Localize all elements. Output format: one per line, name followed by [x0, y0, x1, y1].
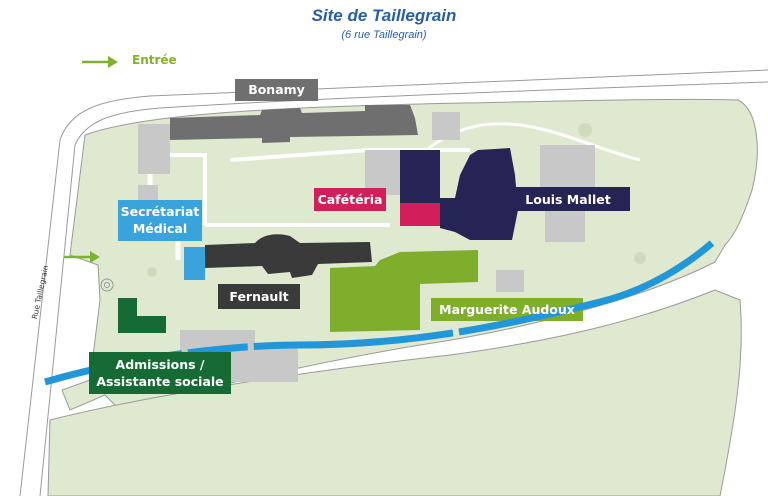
fernault-building	[205, 234, 372, 278]
walkway	[170, 153, 207, 225]
gray-building	[545, 210, 585, 242]
tree	[634, 252, 646, 264]
admissions-building	[118, 298, 166, 333]
louis-mallet-label-bg	[506, 187, 630, 211]
admissions-label[interactable]: Admissions / Assistante sociale	[89, 356, 231, 390]
bonamy-building	[170, 105, 418, 143]
roundabout-center	[104, 282, 110, 288]
road-outline-north-inner	[74, 81, 768, 146]
gray-building	[496, 270, 524, 292]
gray-building	[432, 112, 460, 140]
entrance-arrow-icon	[64, 251, 100, 263]
bonamy-label-bg	[235, 79, 318, 101]
tree	[578, 123, 592, 137]
admissions-label-line1: Admissions /	[115, 357, 205, 372]
map-title: Site de Taillegrain	[311, 6, 457, 25]
secretariat-label[interactable]: Secrétariat Médical	[118, 203, 202, 237]
fernault-label[interactable]: Fernault	[229, 289, 289, 304]
map-subtitle: (6 rue Taillegrain)	[341, 29, 427, 41]
gray-building	[138, 124, 170, 174]
secretariat-building	[184, 247, 205, 280]
marguerite-audoux-building	[330, 250, 478, 332]
gray-building	[365, 150, 403, 195]
cafeteria-label-bg	[314, 188, 386, 211]
entrance-arrow-icon	[82, 56, 118, 68]
louis-mallet-label[interactable]: Louis Mallet	[525, 192, 611, 207]
secretariat-label-bg	[118, 200, 202, 241]
cafeteria-label[interactable]: Cafétéria	[317, 192, 383, 207]
roundabout	[100, 278, 114, 292]
road-outline-west-inner	[39, 144, 76, 496]
secretariat-label-line1: Secrétariat	[120, 204, 200, 219]
secretariat-label-line2: Médical	[132, 221, 188, 236]
tree	[147, 267, 157, 277]
admissions-label-bg	[89, 352, 231, 394]
marguerite-audoux-label[interactable]: Marguerite Audoux	[439, 302, 575, 317]
bonamy-label[interactable]: Bonamy	[248, 82, 305, 97]
admissions-label-line2: Assistante sociale	[96, 374, 224, 389]
cafeteria-building	[400, 203, 440, 226]
fernault-label-bg	[218, 284, 300, 309]
road-outline-west	[19, 139, 61, 496]
entrance-legend-label: Entrée	[132, 53, 177, 67]
gray-building	[540, 145, 595, 190]
